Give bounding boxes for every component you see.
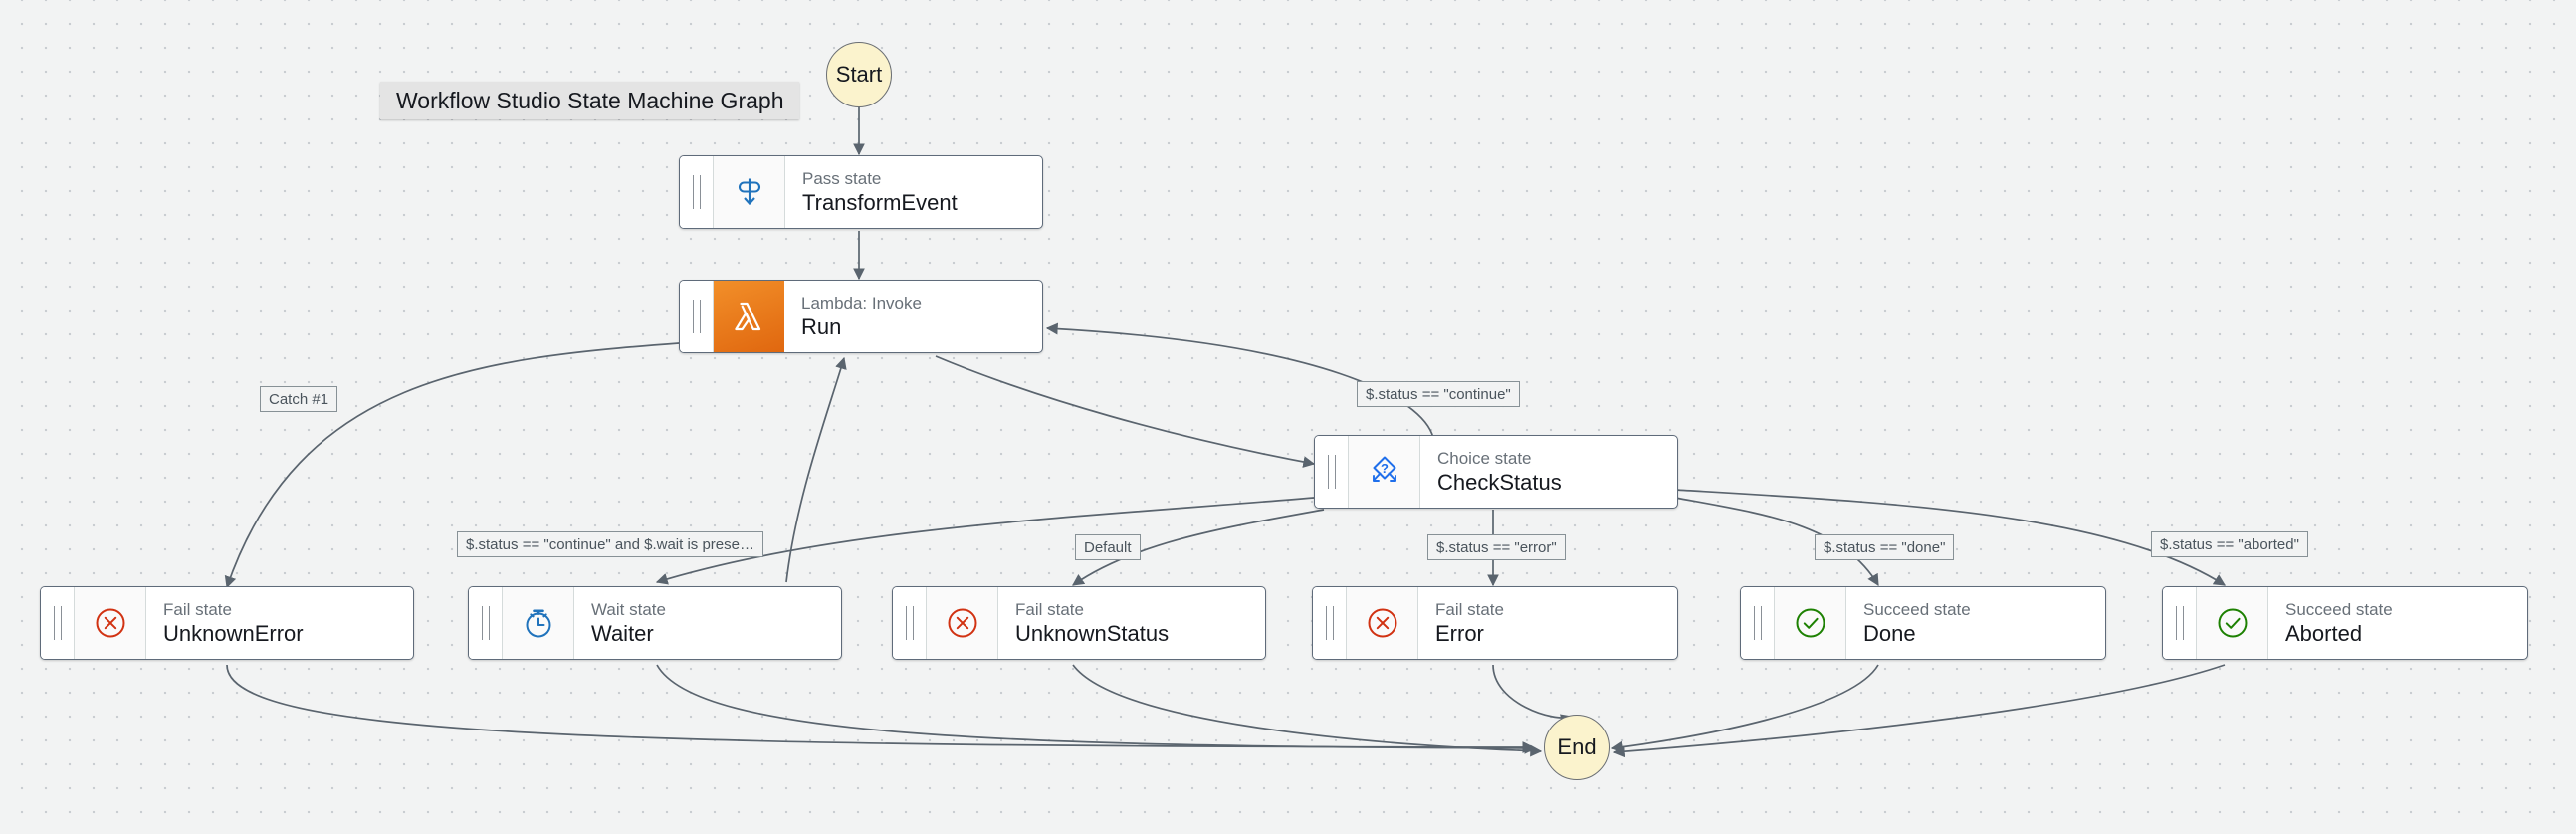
graph-title-chip: Workflow Studio State Machine Graph xyxy=(380,82,800,119)
state-name-label: UnknownError xyxy=(163,620,304,646)
drag-handle-icon[interactable] xyxy=(469,587,503,659)
state-node-text-unknownerror: Fail state UnknownError xyxy=(146,587,413,659)
drag-handle-icon[interactable] xyxy=(41,587,75,659)
state-node-text-aborted: Succeed state Aborted xyxy=(2268,587,2527,659)
state-node-run[interactable]: Lambda: Invoke Run xyxy=(679,280,1043,353)
state-node-error[interactable]: Fail state Error xyxy=(1312,586,1678,660)
state-name-label: Done xyxy=(1863,620,1916,646)
pass-state-icon xyxy=(714,156,785,228)
state-node-waiter[interactable]: Wait state Waiter xyxy=(468,586,842,660)
state-name-label: UnknownStatus xyxy=(1015,620,1170,646)
state-kind-label: Pass state xyxy=(802,168,882,188)
succeed-state-icon xyxy=(1775,587,1846,659)
edge-unknownstatus-to-end xyxy=(1072,664,1543,757)
edge-waiter-to-run xyxy=(785,356,847,583)
edge-label-status-error[interactable]: $.status == "error" xyxy=(1427,534,1566,560)
state-name-label: CheckStatus xyxy=(1437,469,1562,495)
edge-label-status-continue[interactable]: $.status == "continue" xyxy=(1357,381,1520,407)
drag-handle-icon[interactable] xyxy=(680,156,714,228)
drag-handle-icon[interactable] xyxy=(2163,587,2197,659)
fail-state-icon xyxy=(1347,587,1418,659)
state-kind-label: Succeed state xyxy=(2285,599,2393,619)
drag-handle-icon[interactable] xyxy=(680,281,714,352)
state-kind-label: Fail state xyxy=(1015,599,1084,619)
end-node[interactable]: End xyxy=(1544,715,1610,780)
state-node-text-done: Succeed state Done xyxy=(1846,587,2105,659)
end-node-label: End xyxy=(1557,734,1597,759)
edge-label-default[interactable]: Default xyxy=(1075,534,1141,560)
state-node-text-transformevent: Pass state TransformEvent xyxy=(785,156,1042,228)
state-name-label: TransformEvent xyxy=(802,189,958,215)
state-kind-label: Wait state xyxy=(591,599,666,619)
state-node-transformevent[interactable]: Pass state TransformEvent xyxy=(679,155,1043,229)
state-name-label: Run xyxy=(801,313,842,339)
edge-label-status-done[interactable]: $.status == "done" xyxy=(1815,534,1955,560)
state-node-aborted[interactable]: Succeed state Aborted xyxy=(2162,586,2528,660)
state-node-text-error: Fail state Error xyxy=(1418,587,1677,659)
state-node-text-unknownstatus: Fail state UnknownStatus xyxy=(998,587,1265,659)
start-node-label: Start xyxy=(835,62,883,87)
fail-state-icon xyxy=(75,587,146,659)
state-node-unknownerror[interactable]: Fail state UnknownError xyxy=(40,586,414,660)
choice-state-icon: ? xyxy=(1349,436,1420,508)
svg-text:?: ? xyxy=(1381,461,1389,476)
state-kind-label: Lambda: Invoke xyxy=(801,293,922,313)
aws-lambda-icon xyxy=(714,281,784,352)
start-node[interactable]: Start xyxy=(826,42,892,107)
state-name-label: Aborted xyxy=(2285,620,2363,646)
edge-unknownerror-to-end xyxy=(226,664,1535,753)
edge-label-status-aborted[interactable]: $.status == "aborted" xyxy=(2151,531,2308,557)
edge-label-catch-1[interactable]: Catch #1 xyxy=(260,386,338,412)
state-kind-label: Fail state xyxy=(163,599,232,619)
drag-handle-icon[interactable] xyxy=(1315,436,1349,508)
state-kind-label: Succeed state xyxy=(1863,599,1971,619)
state-name-label: Error xyxy=(1435,620,1484,646)
fail-state-icon xyxy=(927,587,998,659)
edge-error-to-end xyxy=(1492,664,1574,726)
succeed-state-icon xyxy=(2197,587,2268,659)
state-node-done[interactable]: Succeed state Done xyxy=(1740,586,2106,660)
drag-handle-icon[interactable] xyxy=(1741,587,1775,659)
edge-label-continue-and-wait[interactable]: $.status == "continue" and $.wait is pre… xyxy=(457,531,763,557)
drag-handle-icon[interactable] xyxy=(1313,587,1347,659)
drag-handle-icon[interactable] xyxy=(893,587,927,659)
state-node-text-waiter: Wait state Waiter xyxy=(574,587,841,659)
state-node-unknownstatus[interactable]: Fail state UnknownStatus xyxy=(892,586,1266,660)
state-kind-label: Choice state xyxy=(1437,448,1532,468)
wait-state-icon xyxy=(503,587,574,659)
edge-run-to-checkstatus xyxy=(935,355,1316,468)
edge-aborted-to-end xyxy=(1612,664,2226,758)
state-kind-label: Fail state xyxy=(1435,599,1504,619)
edge-waiter-to-end xyxy=(656,664,1537,754)
state-node-text-checkstatus: Choice state CheckStatus xyxy=(1420,436,1677,508)
state-name-label: Waiter xyxy=(591,620,654,646)
edge-done-to-end xyxy=(1610,664,1879,753)
state-node-checkstatus[interactable]: ? Choice state CheckStatus xyxy=(1314,435,1678,509)
state-node-text-run: Lambda: Invoke Run xyxy=(784,281,1042,352)
